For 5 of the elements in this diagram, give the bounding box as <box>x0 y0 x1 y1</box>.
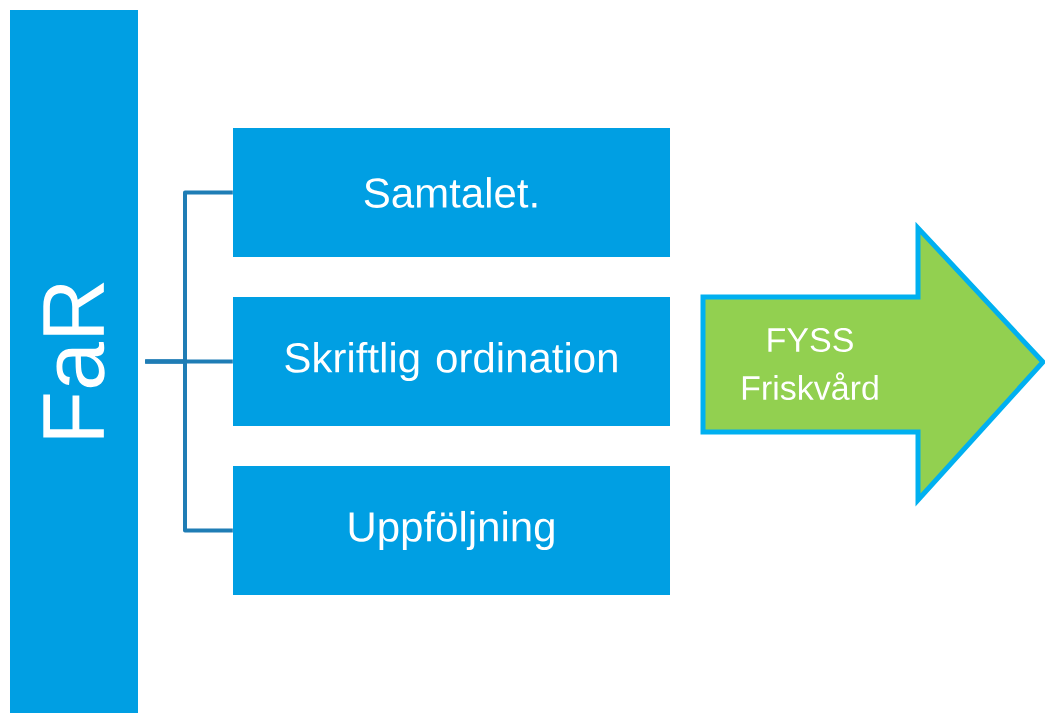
bracket-line <box>145 359 233 533</box>
step-box: Uppföljning <box>233 466 670 595</box>
step-box: Samtalet. <box>233 128 670 257</box>
step-box: Skriftlig ordination <box>233 297 670 426</box>
label-bar: FaR <box>10 10 138 713</box>
